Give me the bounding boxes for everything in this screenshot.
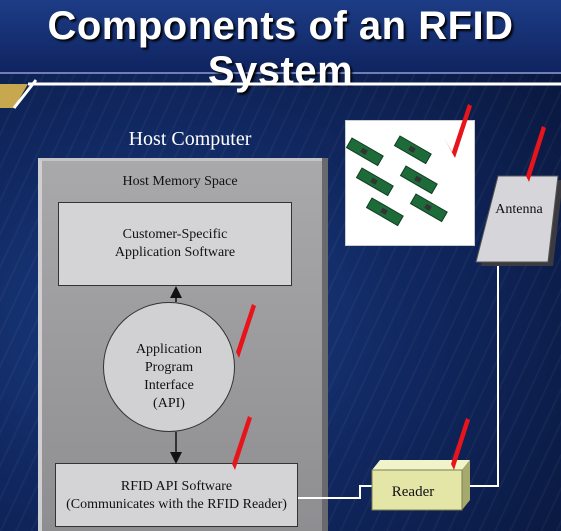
host-memory-label: Host Memory Space (122, 174, 238, 189)
rfid-tag-icon (345, 137, 384, 167)
rfid-tag-icon (399, 165, 438, 195)
rfid-api-software-box (55, 463, 298, 527)
api-line: (API) (153, 396, 185, 411)
checkmark-icon (224, 416, 252, 470)
api-line: Program (144, 360, 194, 375)
reader-icon (371, 460, 470, 511)
antenna-label: Antenna (495, 202, 543, 217)
gold-swoosh-decoration (0, 79, 561, 109)
api-text: Application Program Interface (API) (103, 341, 235, 413)
rfid-tag-icon (355, 167, 394, 197)
reader-to-antenna-connector (462, 258, 499, 487)
customer-application-box (58, 202, 292, 286)
checkmark-icon (444, 104, 472, 158)
checkmark-icon (518, 126, 546, 182)
reader-to-rfid-connector (298, 485, 372, 499)
api-circle (103, 302, 235, 432)
antenna-icon (475, 175, 561, 266)
rfid-tag-icon (365, 197, 404, 227)
reader-label: Reader (391, 484, 435, 500)
title-bar (0, 0, 561, 74)
rfid-api-line: RFID API Software (120, 479, 233, 494)
checkmark-icon (228, 304, 256, 358)
rfid-tag-icon (393, 135, 432, 165)
rfid-api-software-text: RFID API Software (Communicates with the… (55, 478, 298, 514)
api-line: Application (135, 342, 203, 357)
api-line: Interface (144, 378, 194, 393)
rfid-api-line: (Communicates with the RFID Reader) (66, 497, 287, 512)
rfid-tag-icon (409, 193, 448, 223)
customer-application-line: Application Software (114, 245, 236, 260)
checkmark-icon (443, 418, 470, 470)
slide-title: Components of an RFID System (47, 4, 514, 93)
customer-application-line: Customer-Specific (122, 227, 228, 242)
host-computer-label: Host Computer (128, 128, 252, 150)
customer-application-text: Customer-Specific Application Software (58, 226, 292, 262)
